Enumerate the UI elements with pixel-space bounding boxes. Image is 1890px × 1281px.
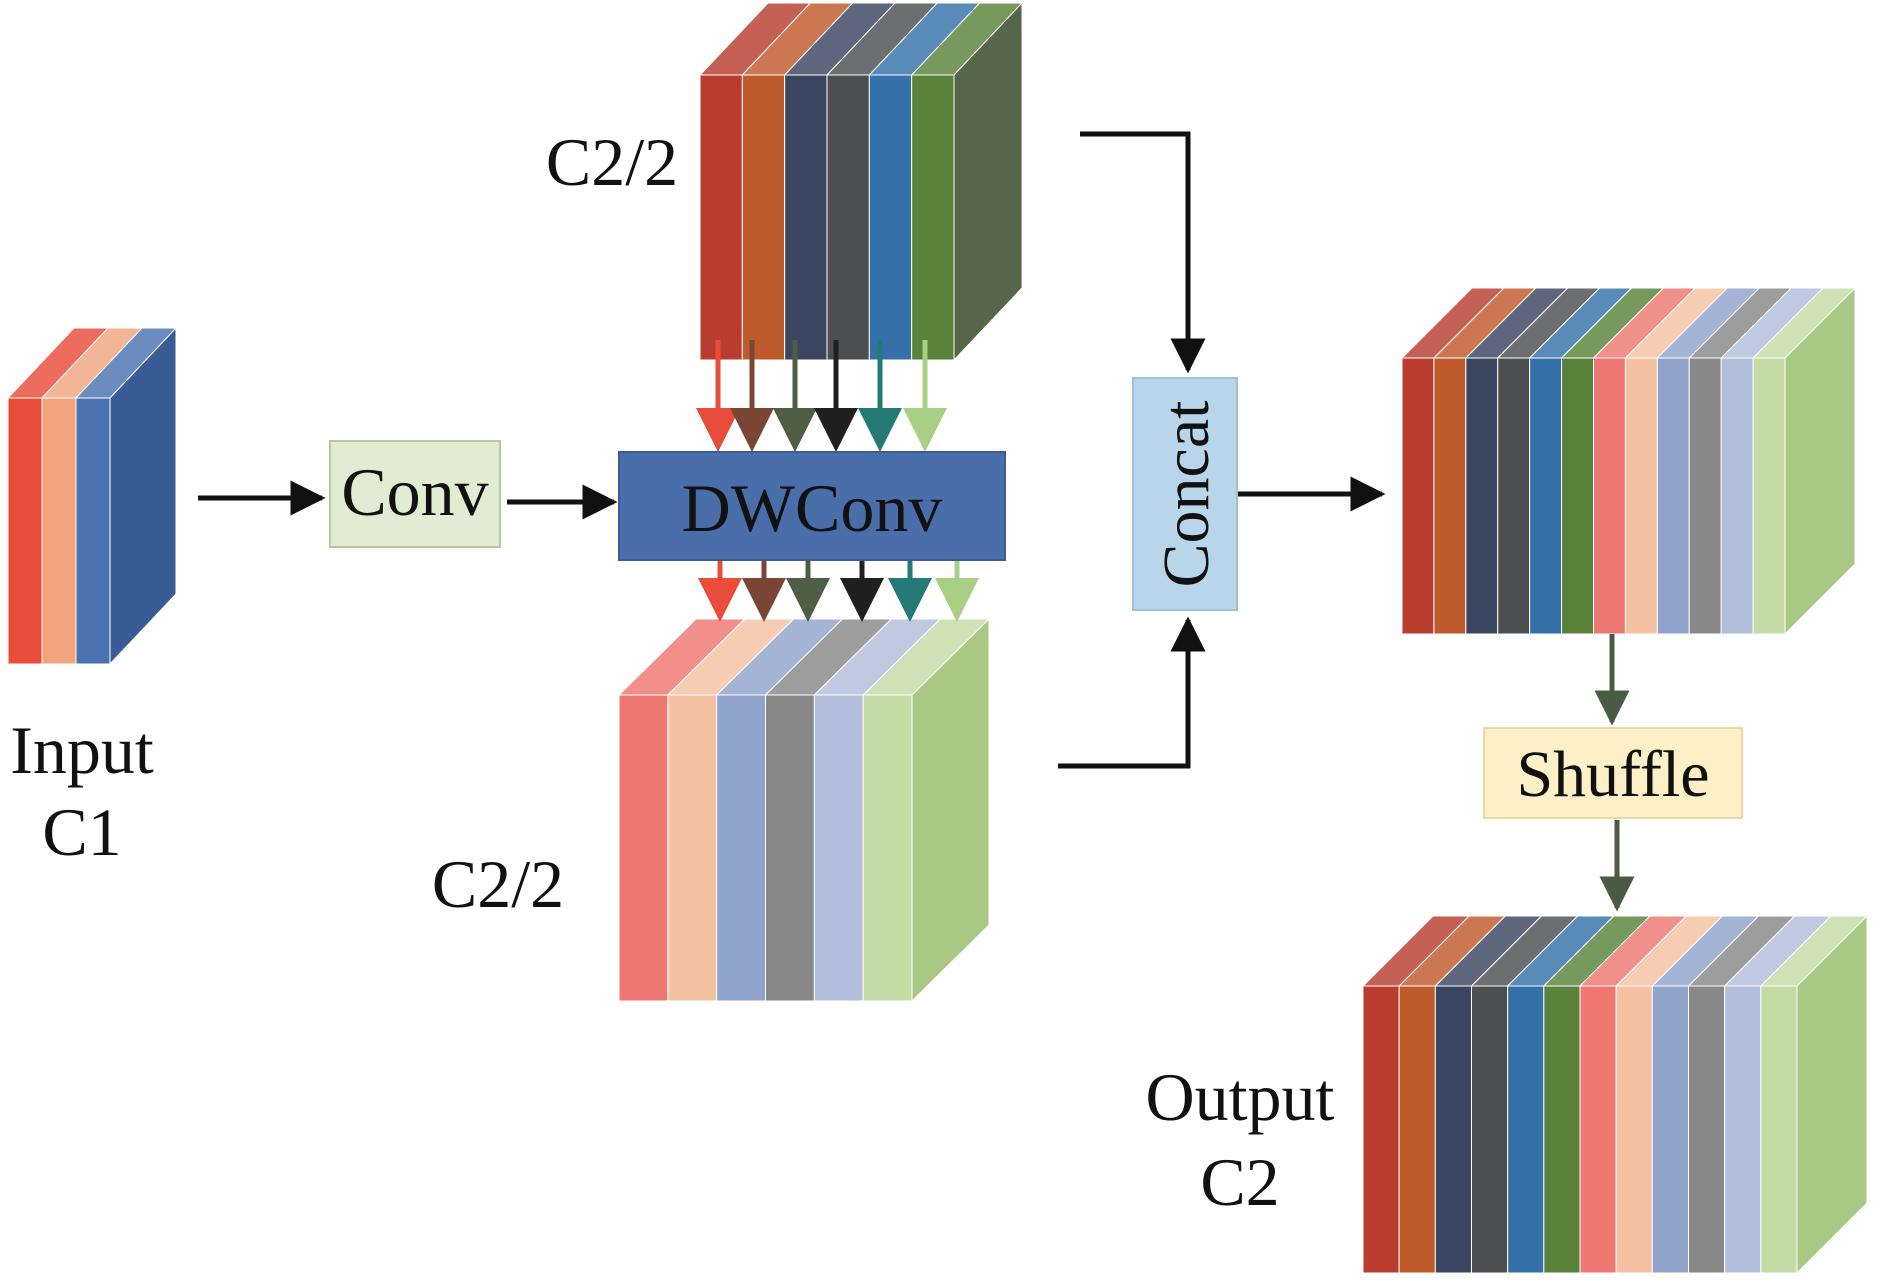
channel-arrow-head: [730, 408, 774, 452]
channel-slab: [862, 694, 913, 1002]
channel-slab: [699, 74, 743, 361]
channel-arrows-into-dwconv: [696, 340, 947, 452]
channel-slab: [1529, 357, 1563, 635]
stack-side-face: [953, 1, 1023, 362]
bottom-half-feature-stack: [617, 617, 991, 1003]
channel-slab: [1507, 985, 1545, 1274]
concat-block: Concat: [1132, 377, 1238, 611]
output-feature-stack: [1361, 914, 1869, 1275]
channel-slab: [1398, 985, 1436, 1274]
input-label-line1: Input: [10, 712, 154, 788]
channel-slab: [784, 74, 828, 361]
channel-arrow-head: [858, 408, 902, 452]
shuffle-label: Shuffle: [1516, 738, 1709, 811]
channel-slab: [1497, 357, 1531, 635]
output-label-line2: C2: [1200, 1144, 1279, 1220]
stack-side-face: [109, 326, 177, 666]
channel-arrows-out-of-dwconv: [698, 560, 979, 622]
channel-slab: [1561, 357, 1594, 635]
concat-label: Concat: [1150, 401, 1223, 588]
channel-slab: [911, 74, 955, 361]
stack-side-face: [1784, 286, 1856, 636]
channel-arrow-head: [786, 578, 830, 622]
channel-slab: [813, 694, 864, 1002]
arrow-top-to-concat: [1080, 131, 1206, 374]
arrow-bottom-to-concat: [1058, 616, 1206, 769]
channel-slab: [41, 397, 77, 665]
channel-slab: [1724, 985, 1762, 1274]
channel-slab: [826, 74, 870, 361]
channel-slab: [1720, 357, 1754, 635]
output-label-line1: Output: [1146, 1059, 1335, 1135]
channel-arrow-head: [935, 578, 979, 622]
channel-arrow-head: [903, 408, 947, 452]
top-half-label: C2/2: [546, 124, 678, 200]
input-label-line2: C1: [42, 794, 121, 870]
channel-slab: [1543, 985, 1581, 1274]
channel-slab: [1579, 985, 1617, 1274]
channel-slab: [741, 74, 786, 361]
dwconv-label: DWConv: [682, 470, 943, 546]
conv-block: Conv: [329, 440, 501, 548]
dwconv-block: DWConv: [618, 451, 1006, 561]
stack-side-face: [1796, 914, 1868, 1275]
bottom-half-label: C2/2: [432, 846, 564, 922]
top-half-feature-stack: [698, 1, 1024, 362]
channel-arrow-head: [888, 578, 932, 622]
channel-arrow-head: [814, 408, 858, 452]
channel-slab: [1752, 357, 1786, 635]
channel-arrow-head: [773, 408, 817, 452]
channel-slab: [1656, 357, 1690, 635]
channel-slab: [75, 397, 111, 665]
channel-slab: [7, 397, 43, 665]
channel-arrow-head: [696, 408, 740, 452]
channel-slab: [1434, 985, 1472, 1274]
channel-slab: [716, 694, 766, 1002]
conv-label: Conv: [341, 454, 488, 530]
channel-arrow-head: [840, 578, 884, 622]
channel-slab: [765, 694, 815, 1002]
channel-arrow-head: [698, 578, 742, 622]
shuffle-block: Shuffle: [1483, 727, 1743, 819]
channel-slab: [1401, 357, 1435, 635]
channel-slab: [1688, 357, 1722, 635]
channel-slab: [1688, 985, 1726, 1274]
channel-slab: [1651, 985, 1689, 1274]
channel-slab: [1615, 985, 1653, 1274]
channel-slab: [667, 694, 718, 1002]
stack-side-face: [911, 617, 990, 1003]
channel-slab: [1624, 357, 1658, 635]
channel-slab: [618, 694, 669, 1002]
concat-result-feature-stack: [1400, 286, 1857, 636]
channel-slab: [1433, 357, 1467, 635]
channel-arrow-head: [742, 578, 786, 622]
channel-slab: [1471, 985, 1509, 1274]
channel-slab: [1593, 357, 1626, 635]
channel-slab: [1465, 357, 1499, 635]
input-feature-stack: [6, 326, 178, 666]
channel-slab: [1362, 985, 1400, 1274]
channel-slab: [1760, 985, 1798, 1274]
channel-slab: [868, 74, 913, 361]
